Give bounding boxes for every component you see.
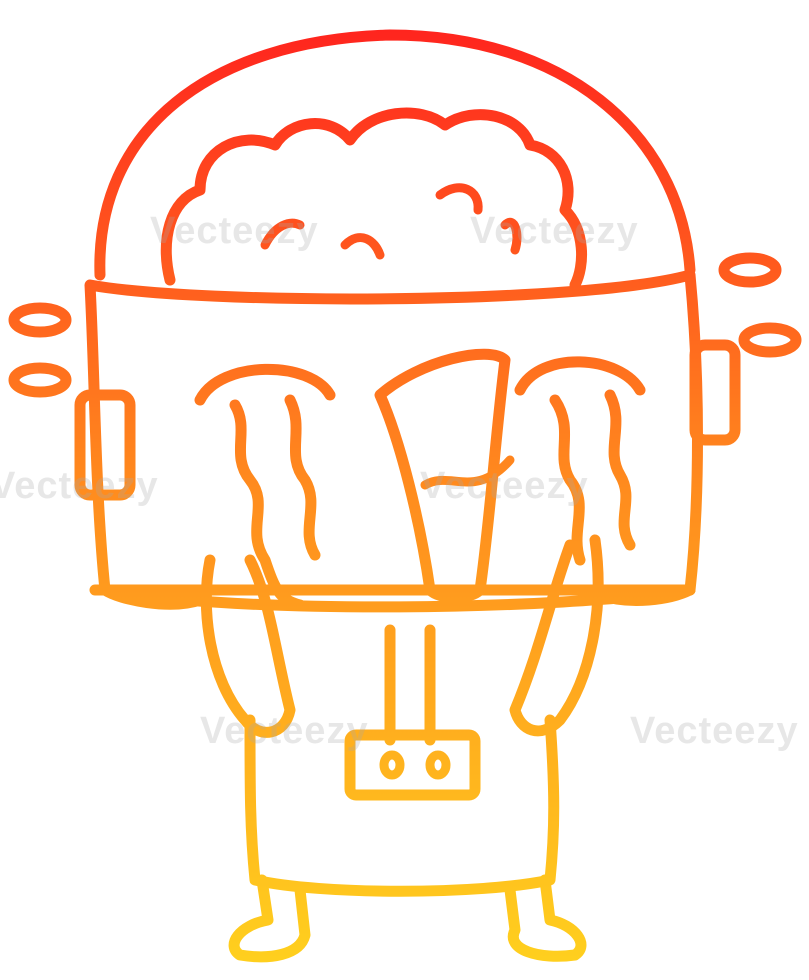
brain-fold — [500, 218, 522, 255]
brain-outline — [160, 107, 588, 291]
tongue — [420, 455, 515, 490]
neck-strip — [384, 624, 436, 746]
left-eye — [194, 363, 336, 406]
left-tear — [229, 399, 306, 611]
left-tear — [284, 394, 321, 561]
left-shoulder — [99, 584, 206, 610]
right-eye — [514, 356, 646, 396]
watermark-text: Vecteezy — [630, 710, 799, 752]
right-shoulder — [594, 584, 696, 606]
watermark-text: Vecteezy — [200, 710, 369, 752]
left-leg — [228, 874, 311, 963]
drop-right-1 — [718, 252, 782, 288]
drop-left-2 — [8, 362, 72, 398]
watermark-text: Vecteezy — [0, 465, 159, 507]
chest-light-right — [425, 750, 451, 780]
chest-panel — [344, 729, 481, 801]
right-leg — [504, 874, 587, 962]
chest-light-left — [379, 750, 405, 780]
mouth — [374, 348, 511, 603]
right-arm — [509, 534, 604, 737]
watermark-text: Vecteezy — [150, 210, 319, 252]
left-arm — [200, 554, 296, 738]
left-ear — [74, 389, 136, 501]
dome-outline — [94, 29, 696, 281]
watermark-text: Vecteezy — [420, 465, 589, 507]
brain-fold — [260, 218, 305, 250]
drop-left-1 — [8, 302, 72, 338]
torso — [244, 714, 560, 897]
drop-right-2 — [738, 322, 802, 358]
right-tear — [549, 394, 586, 566]
right-ear — [689, 339, 741, 446]
brain-fold — [435, 183, 483, 215]
right-tear — [604, 389, 636, 551]
brain-fold — [340, 233, 385, 260]
watermark-text: Vecteezy — [470, 210, 639, 252]
